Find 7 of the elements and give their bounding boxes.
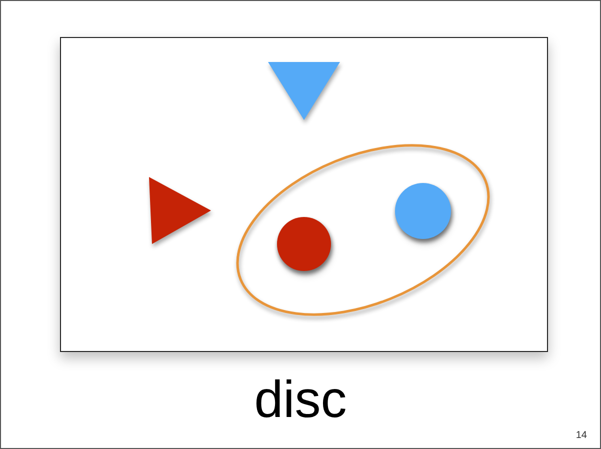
right-triangle — [149, 177, 211, 244]
down-triangle — [268, 62, 340, 120]
picture-frame — [60, 37, 548, 352]
page-number: 14 — [576, 430, 587, 441]
circle — [277, 217, 331, 271]
circle — [395, 183, 451, 239]
caption: disc — [253, 370, 348, 430]
